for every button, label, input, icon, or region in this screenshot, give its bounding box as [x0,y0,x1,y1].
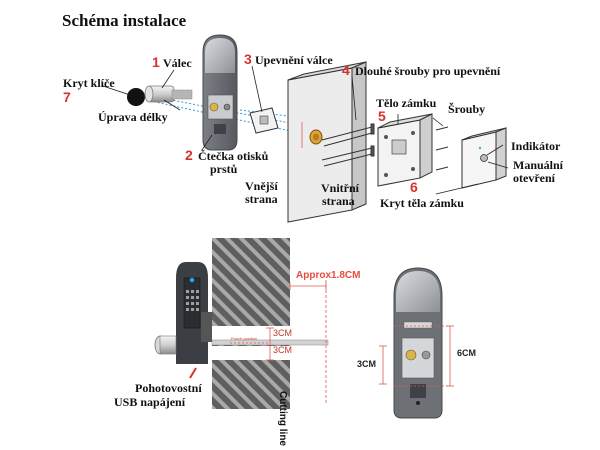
callout-label-reader-line2: prstů [210,162,238,176]
punch-position-label: Punch position [231,336,258,341]
lock-body-part [377,113,433,187]
callout-label-key-cover: Kryt klíče [63,76,115,90]
callout-label-cylinder: Válec [163,56,192,70]
door-block [287,61,367,223]
page-title: Schéma instalace [62,11,187,30]
lock-body-cover-part [461,127,507,189]
wall-section [212,238,290,409]
label-usb-line1: Pohotovostní [135,381,202,395]
callout-label-cylinder-mount: Upevnění válce [255,53,333,67]
dimension-approx: Approx1.8CM [296,270,361,281]
key-cover-part [127,88,145,106]
label-outer-side-line2: strana [245,192,278,206]
label-length-adjust: Úprava délky [98,110,168,124]
label-outer-side-line1: Vnější [245,179,278,193]
label-lock-body: Tělo zámku [376,96,437,110]
label-indicator: Indikátor [511,139,561,153]
cutting-line-label: Cutting line [277,391,288,446]
callout-number-4: 4 [342,62,350,78]
callout-label-long-screws: Dlouhé šrouby pro upevnění [355,64,501,78]
dimension-lines-right [379,325,454,387]
callout-number-1: 1 [152,54,160,70]
dimension-lines-left [230,280,327,405]
callout-label-reader-line1: Čtečka otisků [198,149,269,163]
reader-side-plate [176,262,212,364]
fingerprint-reader-part [202,34,238,151]
long-screws-part [321,123,375,167]
usb-leader [189,367,197,379]
label-inner-side-line1: Vnitřní [321,181,360,195]
callout-number-3: 3 [244,51,252,67]
label-usb-line2: USB napájení [114,395,186,409]
label-inner-side-line2: strana [322,194,355,208]
label-screws: Šrouby [448,102,486,116]
cylinder-part [144,85,193,103]
callout-number-2: 2 [185,147,193,163]
dimension-hole-b: 3CM [273,345,293,355]
label-manual-open-line2: otevření [513,171,555,185]
callout-number-5: 5 [378,108,386,124]
callout-number-7: 7 [63,89,71,105]
dimension-reader-width: 3CM [357,359,377,369]
callout-number-6: 6 [410,179,418,195]
dimension-hole-a: 3CM [273,328,293,338]
reader-front [393,267,443,419]
label-manual-open-line1: Manuální [513,158,564,172]
leader-lines [102,65,509,195]
cylinder-mount-part [249,107,279,134]
dimension-reader-height: 6CM [457,348,477,358]
callout-label-lock-cover: Kryt těla zámku [380,196,464,210]
knob [154,335,177,355]
short-screws-part [435,126,449,171]
